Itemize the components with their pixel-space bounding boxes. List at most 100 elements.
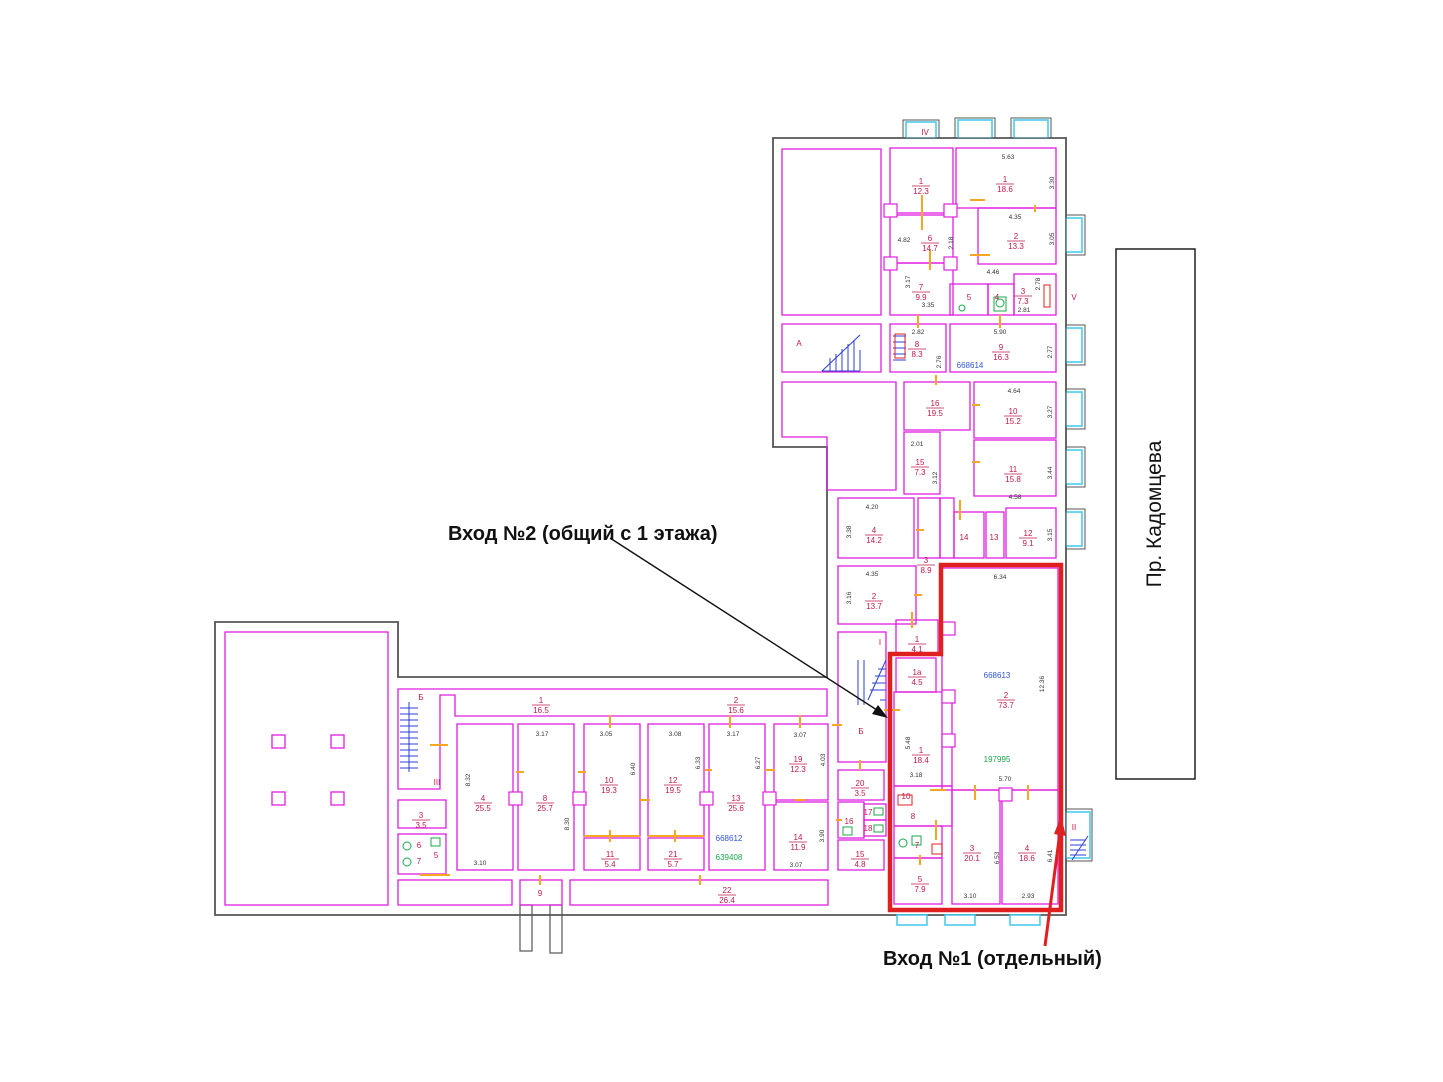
dimension: 6.33 xyxy=(695,756,702,769)
room-area: 7.3 xyxy=(914,468,926,477)
label-a: A xyxy=(796,339,802,348)
room-number: 3 xyxy=(1021,287,1026,296)
outer-walls xyxy=(214,137,1067,916)
entrance-1-arrow xyxy=(1043,816,1066,947)
dimension: 2.77 xyxy=(1047,345,1054,358)
room-number: 10 xyxy=(605,776,614,785)
room-area: 8.9 xyxy=(920,566,932,575)
room-number: 15 xyxy=(916,458,925,467)
highlighted-premises xyxy=(887,562,1064,913)
room-number: 16 xyxy=(845,817,854,826)
dimension: 3.12 xyxy=(932,471,939,484)
room-number: 7 xyxy=(919,283,924,292)
room-area: 7.9 xyxy=(914,885,926,894)
dimension: 2.93 xyxy=(1022,893,1035,900)
room-number: 1 xyxy=(919,746,924,755)
cadastral-id: 668614 xyxy=(957,361,984,370)
room-number: 2 xyxy=(872,592,877,601)
room-area: 5.7 xyxy=(667,860,679,869)
room-area: 25.6 xyxy=(728,804,744,813)
room-number: 1 xyxy=(539,696,544,705)
entrance-1-label: Вход №1 (отдельный) xyxy=(883,948,1102,970)
room-number: 22 xyxy=(723,886,732,895)
room-number: 4 xyxy=(1025,844,1030,853)
room-number: 3 xyxy=(970,844,975,853)
dimension: 3.15 xyxy=(1047,528,1054,541)
dimension: 8.30 xyxy=(564,817,571,830)
room-area: 19.5 xyxy=(927,409,943,418)
room-number: 10 xyxy=(902,792,911,801)
roman-ii: II xyxy=(1072,823,1076,832)
dimension: 3.44 xyxy=(1047,466,1054,479)
room-number: 3 xyxy=(924,556,929,565)
dimension: 6.27 xyxy=(755,756,762,769)
dimension: 3.07 xyxy=(790,862,803,869)
dimension: 2.81 xyxy=(1018,307,1031,314)
room-area: 12.3 xyxy=(790,765,806,774)
dimension: 3.05 xyxy=(1049,232,1056,245)
dimension: 3.30 xyxy=(1049,176,1056,189)
room-labels: 112.3118.6213.3614.779.937.34588.3916.31… xyxy=(412,175,1037,905)
room-area: 14.2 xyxy=(866,536,882,545)
stairs xyxy=(400,334,1089,861)
room-area: 12.3 xyxy=(913,187,929,196)
room-number: 5 xyxy=(918,875,923,884)
dimension: 4.20 xyxy=(866,504,879,511)
room-number: 18 xyxy=(864,824,873,833)
room-area: 13.3 xyxy=(1008,242,1024,251)
room-number: 11 xyxy=(1009,465,1018,474)
windows xyxy=(896,119,1091,926)
sanitary-fixtures xyxy=(402,296,1007,867)
dimension: 5.63 xyxy=(1002,154,1015,161)
dimension: 3.10 xyxy=(474,860,487,867)
room-area: 16.3 xyxy=(993,353,1009,362)
room-area: 18.6 xyxy=(1019,854,1035,863)
room-number: 1 xyxy=(915,635,920,644)
room-number: 1а xyxy=(913,668,922,677)
cadastral-id: 197995 xyxy=(984,755,1011,764)
dimension: 8.32 xyxy=(465,773,472,786)
label-upper-b: Б xyxy=(418,693,423,702)
room-number: 14 xyxy=(794,833,803,842)
room-number: 7 xyxy=(417,857,422,866)
room-number: 20 xyxy=(856,779,865,788)
room-number: 9 xyxy=(538,889,543,898)
room-area: 18.6 xyxy=(997,185,1013,194)
room-area: 14.7 xyxy=(922,244,938,253)
dimension: 6.41 xyxy=(1047,849,1054,862)
dimension: 4.64 xyxy=(1008,388,1021,395)
cadastral-id: 639408 xyxy=(716,853,743,862)
room-area: 4.5 xyxy=(911,678,923,687)
dimension: 4.58 xyxy=(1009,494,1022,501)
room-number: 13 xyxy=(732,794,741,803)
roman-v: V xyxy=(1071,293,1077,302)
room-number: 4 xyxy=(995,293,1000,302)
room-area: 9.9 xyxy=(915,293,927,302)
dimension: 4.03 xyxy=(820,753,827,766)
entrance-2-label: Вход №2 (общий с 1 этажа) xyxy=(448,523,718,545)
dimension-labels: 5.63 4.35 4.82 4.46 3.35 2.81 2.82 5.90 … xyxy=(474,154,1035,900)
vertical-dimension-labels: 12.36 5.48 6.40 6.33 6.27 8.32 8.30 4.03… xyxy=(465,176,1056,864)
room-number: 19 xyxy=(794,755,803,764)
dimension: 3.90 xyxy=(819,829,826,842)
street-label: Пр. Кадомцева xyxy=(1143,440,1166,587)
dimension: 3.17 xyxy=(727,731,740,738)
roman-i: I xyxy=(879,638,881,647)
shaft-marks xyxy=(894,284,1051,855)
room-number: 6 xyxy=(928,234,933,243)
dimension: 3.07 xyxy=(794,732,807,739)
dimension: 3.17 xyxy=(905,275,912,288)
dimension: 3.10 xyxy=(964,893,977,900)
dimension: 3.18 xyxy=(910,772,923,779)
room-number: 8 xyxy=(911,812,916,821)
roman-iv: IV xyxy=(921,128,929,137)
room-area: 4.8 xyxy=(854,860,866,869)
room-number: 5 xyxy=(434,851,439,860)
room-area: 19.5 xyxy=(665,786,681,795)
dimension: 4.35 xyxy=(866,571,879,578)
pillars xyxy=(508,203,1013,806)
room-number: 1 xyxy=(919,177,924,186)
room-number: 2 xyxy=(1004,691,1009,700)
room-area: 73.7 xyxy=(998,701,1014,710)
